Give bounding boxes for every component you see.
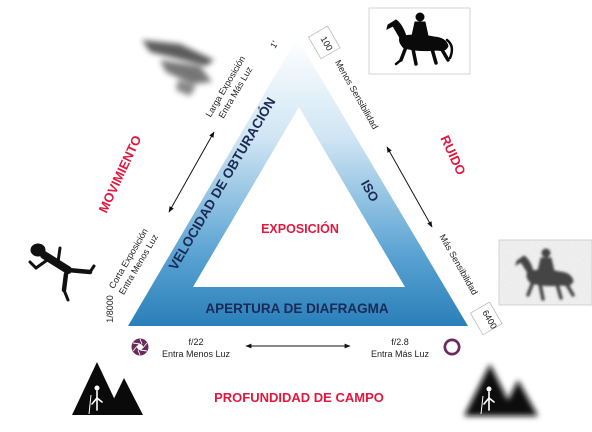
mountain-hiker-icon xyxy=(72,362,143,415)
aperture-wide-value: f/2.8 xyxy=(391,337,409,347)
horse-rider-icon xyxy=(386,12,454,66)
aperture-small-icon xyxy=(131,338,149,356)
depth-of-field-label: PROFUNDIDAD DE CAMPO xyxy=(214,390,384,405)
noisy-horse-rider-icon xyxy=(515,248,575,301)
shutter-scale-arrow xyxy=(168,131,215,213)
slow-shutter-value: 1' xyxy=(268,39,280,50)
blurred-mountain-hiker-icon xyxy=(464,364,538,416)
noise-label: RUIDO xyxy=(437,133,468,177)
exposure-center-label: EXPOSICIÓN xyxy=(261,221,339,236)
aperture-small-label: Entra Menos Luz xyxy=(162,349,231,359)
iso-scale-arrow xyxy=(386,146,433,228)
motion-label: MOVIMIENTO xyxy=(95,133,144,215)
iso-low-value-box xyxy=(307,25,341,60)
aperture-side-label: APERTURA DE DIAFRAGMA xyxy=(205,301,388,316)
triangle-inner-hole xyxy=(193,107,405,287)
aperture-wide-icon xyxy=(443,338,461,356)
blurred-bird-icon xyxy=(142,40,214,96)
iso-high-value-box xyxy=(469,301,503,336)
aperture-wide-label: Entra Más Luz xyxy=(371,349,430,359)
runner-icon xyxy=(28,243,96,302)
aperture-small-value: f/22 xyxy=(188,337,203,347)
fast-shutter-value: 1/8000 xyxy=(105,295,115,323)
